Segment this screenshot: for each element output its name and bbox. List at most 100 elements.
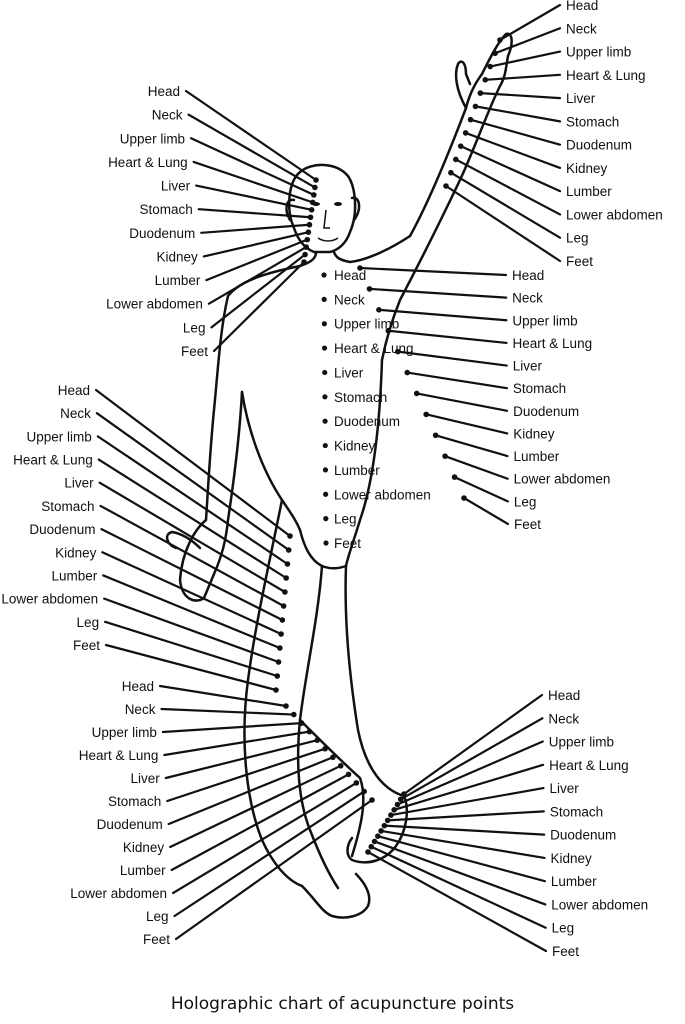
shin-label-heart-and-lung: Heart & Lung xyxy=(79,748,159,763)
foot-label-upper-limb: Upper limb xyxy=(549,735,614,750)
raised_hand-leader-feet xyxy=(444,184,562,263)
torso-label-kidney: Kidney xyxy=(334,439,376,454)
foot-point-heart-and-lung xyxy=(391,807,397,813)
thigh-label-lumber: Lumber xyxy=(51,568,97,583)
shin-point-neck xyxy=(291,711,297,718)
torso-point-feet xyxy=(323,540,329,546)
shin-leader-upper-limb xyxy=(161,721,303,734)
raised_hand-point-head xyxy=(497,37,503,43)
shin-leader-lumber xyxy=(170,773,350,872)
shin-leader-liver xyxy=(164,739,319,780)
foot-leader-head xyxy=(402,693,544,796)
raised_hand-leader-stomach xyxy=(474,105,562,123)
foot-label-heart-and-lung: Heart & Lung xyxy=(549,758,629,773)
face-leader-stomach xyxy=(197,208,312,219)
upper_arm-leader-leg xyxy=(453,475,509,503)
shin-leader-leg xyxy=(173,790,366,918)
shin-point-heart-and-lung xyxy=(306,728,313,735)
thigh-point-duodenum xyxy=(279,617,286,623)
shin-point-leg xyxy=(361,788,367,795)
torso-point-duodenum xyxy=(322,418,328,424)
face-leader-neck xyxy=(187,113,317,189)
right-leg-inner-outline xyxy=(298,718,365,858)
foot-leader-lumber xyxy=(376,835,547,883)
torso-label-heart-and-lung: Heart & Lung xyxy=(334,341,414,356)
raised_hand-leader-head xyxy=(498,3,562,42)
upper_arm-label-kidney: Kidney xyxy=(513,426,555,441)
upper_arm-leader-liver xyxy=(396,350,508,367)
face-leader-feet xyxy=(212,260,306,353)
upper_arm-label-head: Head xyxy=(512,268,544,283)
face-label-kidney: Kidney xyxy=(157,249,199,264)
torso-point-heart-and-lung xyxy=(321,345,328,351)
thigh-point-neck xyxy=(285,547,292,553)
upper_arm-label-lumber: Lumber xyxy=(513,449,559,464)
thigh-leader-neck xyxy=(95,412,290,552)
raised_hand-point-lumber xyxy=(457,143,464,149)
thigh-point-kidney xyxy=(278,631,284,637)
upper_arm-label-stomach: Stomach xyxy=(513,381,566,396)
upper_arm-label-heart-and-lung: Heart & Lung xyxy=(513,336,593,351)
raised_hand-label-lower-abdomen: Lower abdomen xyxy=(566,207,663,222)
upper_arm-leader-neck xyxy=(368,287,508,299)
foot-leader-feet xyxy=(366,850,548,953)
upper_arm-point-neck xyxy=(366,286,373,292)
shin-leader-neck xyxy=(160,707,295,716)
upper_arm-label-neck: Neck xyxy=(512,291,543,306)
raised_hand-leader-neck xyxy=(493,27,562,55)
foot-leader-heart-and-lung xyxy=(393,763,545,811)
raised_hand-point-kidney xyxy=(462,130,469,136)
face-point-stomach xyxy=(307,214,314,221)
thigh-leader-duodenum xyxy=(100,527,284,622)
thigh-leader-heart-and-lung xyxy=(97,458,288,580)
raised_hand-leader-lower-abdomen xyxy=(454,158,562,216)
face-leader-kidney xyxy=(202,231,310,258)
shin-label-upper-limb: Upper limb xyxy=(92,725,157,740)
face-point-head xyxy=(313,177,319,183)
foot-point-head xyxy=(401,791,407,797)
foot-leader-kidney xyxy=(379,829,546,860)
foot-label-feet: Feet xyxy=(552,944,579,959)
torso-label-lumber: Lumber xyxy=(334,463,380,478)
leader-lines xyxy=(94,3,562,953)
foot-point-lumber xyxy=(375,833,381,839)
shin-leader-kidney xyxy=(169,764,342,849)
upper_arm-leader-upper-limb xyxy=(377,308,508,322)
torso-label-feet: Feet xyxy=(334,536,361,551)
upper_arm-label-feet: Feet xyxy=(514,517,541,532)
shin-point-upper-limb xyxy=(298,720,305,726)
upper_arm-point-heart-and-lung xyxy=(385,327,392,334)
upper_arm-point-liver xyxy=(395,348,401,355)
torso-label-duodenum: Duodenum xyxy=(334,414,400,429)
left-foot-outline xyxy=(300,872,371,919)
upper_arm-leader-lower-abdomen xyxy=(443,455,509,480)
raised_hand-label-head: Head xyxy=(566,0,598,13)
face-point-duodenum xyxy=(306,221,313,228)
torso-label-liver: Liver xyxy=(334,365,364,380)
face-point-heart-and-lung xyxy=(309,199,316,206)
foot-point-duodenum xyxy=(381,822,388,829)
upper_arm-label-lower-abdomen: Lower abdomen xyxy=(514,472,611,487)
torso-label-leg: Leg xyxy=(334,512,357,527)
right-leg-outer-outline xyxy=(344,564,406,798)
face-label-heart-and-lung: Heart & Lung xyxy=(108,155,188,170)
shin-point-lumber xyxy=(345,771,352,778)
raised_hand-leader-duodenum xyxy=(469,118,562,146)
shin-point-liver xyxy=(314,737,321,743)
ear-right-outline xyxy=(350,196,361,222)
shin-label-leg: Leg xyxy=(146,909,169,924)
foot-leader-upper-limb xyxy=(396,740,544,806)
thigh-leader-lower-abdomen xyxy=(103,597,280,664)
thigh-leader-liver xyxy=(98,481,287,594)
shin-label-liver: Liver xyxy=(131,771,161,786)
shin-leader-feet xyxy=(174,798,374,941)
torso-point-kidney xyxy=(322,442,328,449)
torso-label-neck: Neck xyxy=(334,292,365,307)
thigh-label-lower-abdomen: Lower abdomen xyxy=(1,592,98,607)
raised_hand-leader-kidney xyxy=(464,131,562,170)
thigh-leader-upper-limb xyxy=(96,435,289,566)
raised_hand-label-liver: Liver xyxy=(566,91,596,106)
thigh-point-upper-limb xyxy=(284,561,291,567)
